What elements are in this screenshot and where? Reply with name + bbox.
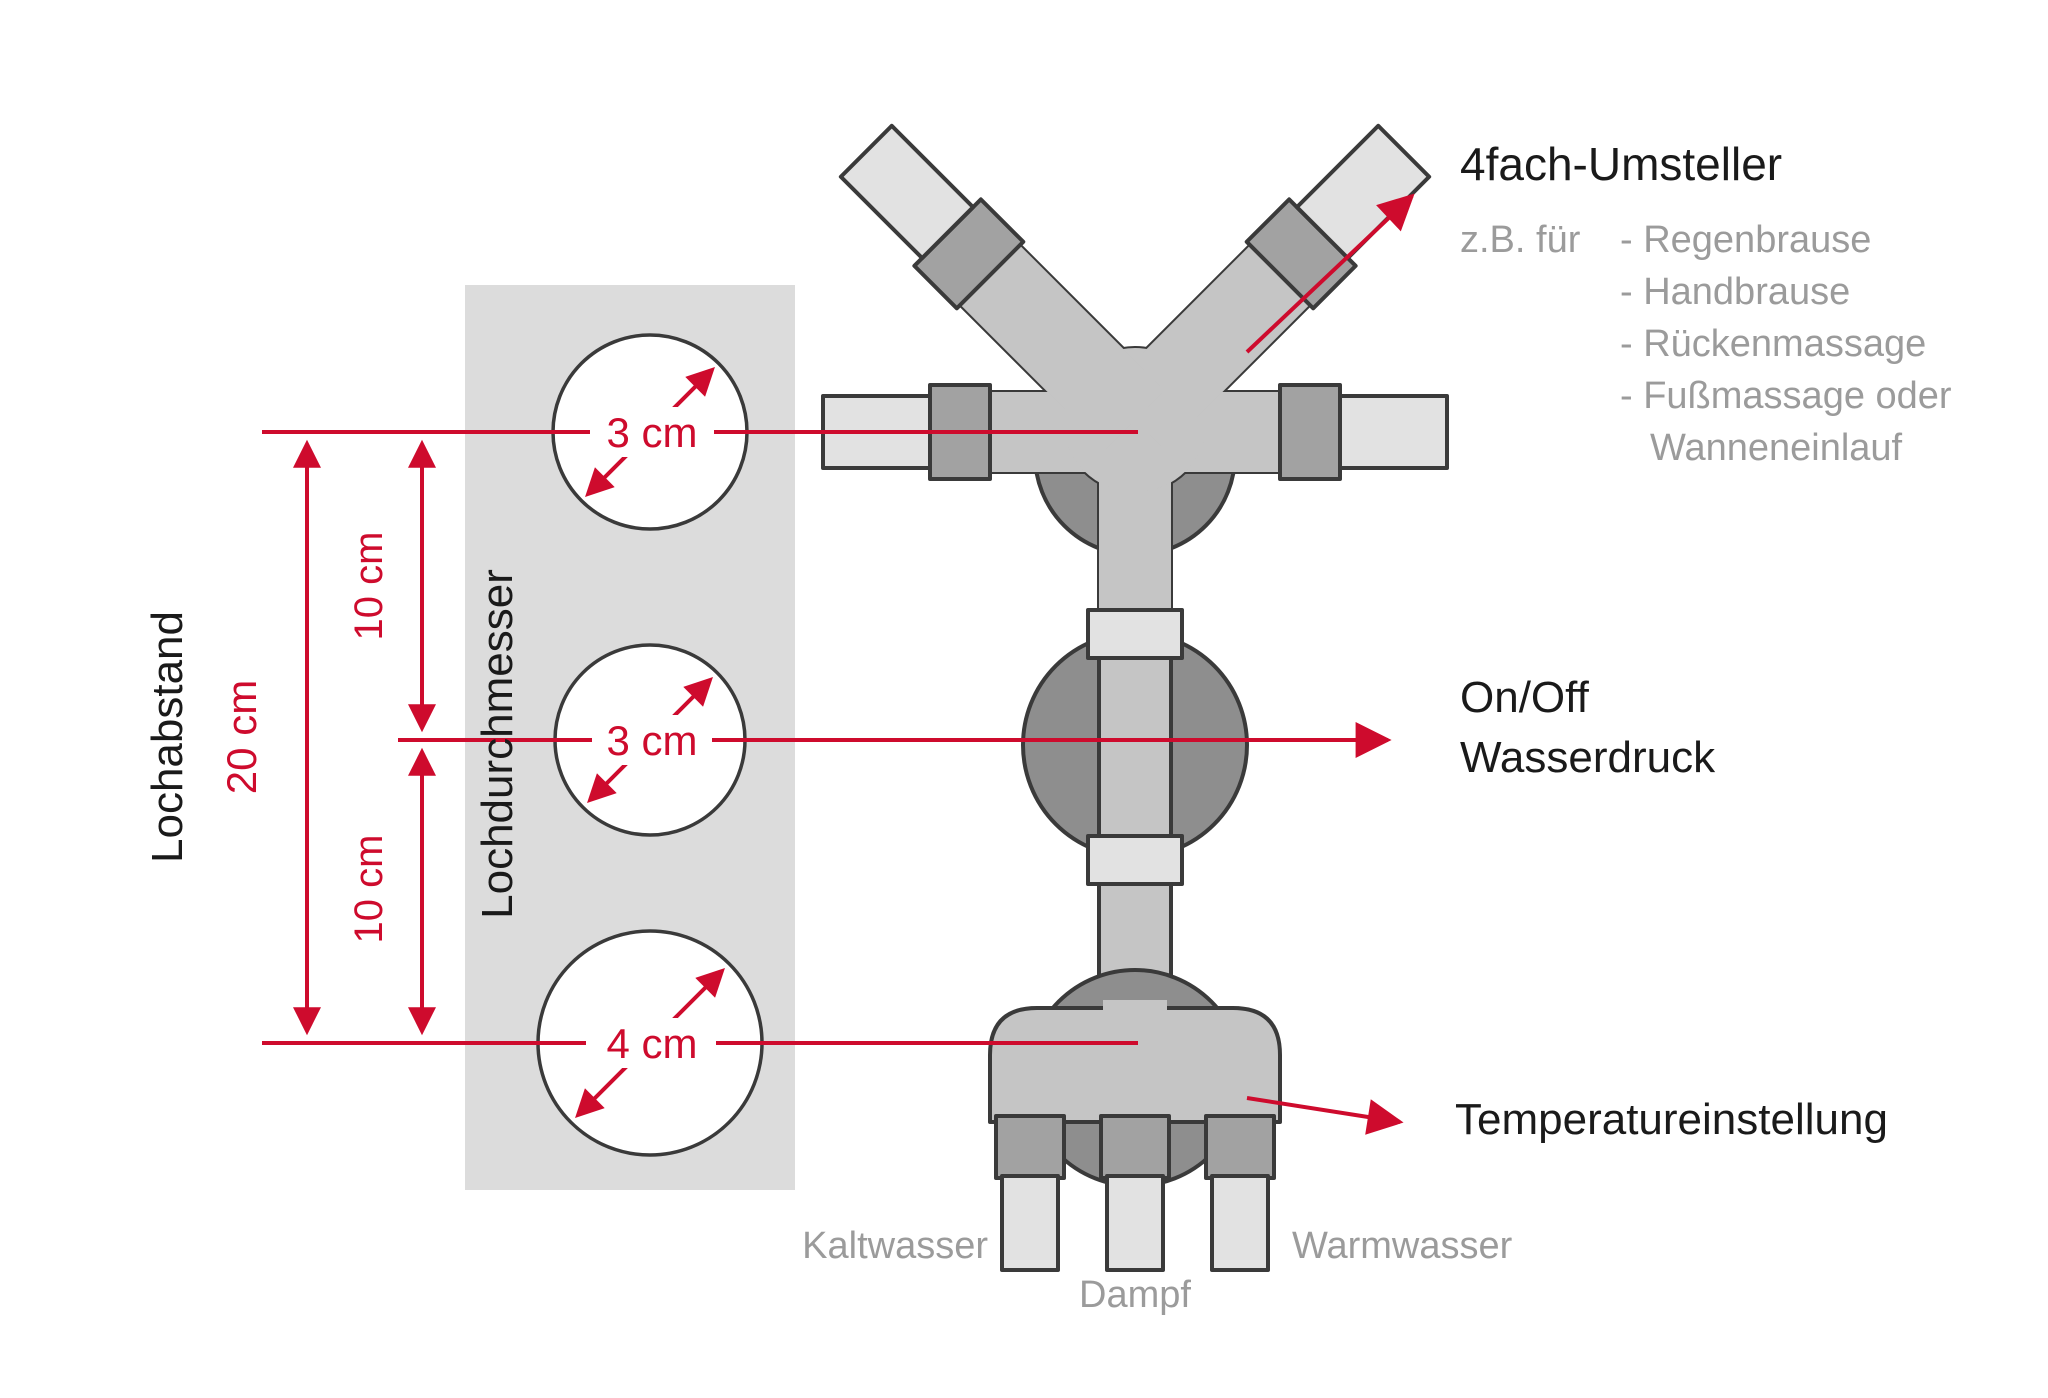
onoff-label-line1: On/Off [1460, 673, 1590, 722]
diverter-example-prefix: z.B. für [1460, 219, 1581, 261]
diverter-outlet-right [1338, 394, 1449, 470]
onoff-label-line2: Wasserdruck [1460, 733, 1716, 782]
hole-diameter-top-label: 3 cm [606, 409, 697, 456]
hole-diameter-bottom-label: 4 cm [606, 1020, 697, 1067]
temperature-label: Temperatureinstellung [1455, 1095, 1888, 1144]
hot-inlet-pipe [1210, 1174, 1270, 1272]
temperature-pointer-arrow [1246, 1096, 1404, 1135]
diverter-example-1: - Regenbrause [1620, 219, 1871, 261]
hole-spacing-title: Lochabstand [143, 611, 192, 863]
hot-inlet-collar [1204, 1114, 1276, 1180]
cold-inlet-pipe [1000, 1174, 1060, 1272]
hole-spacing-total-label: 20 cm [218, 680, 265, 794]
diverter-example-3: - Rückenmassage [1620, 323, 1926, 365]
steam-label: Dampf [1079, 1274, 1191, 1316]
label-backing-bottom [586, 1018, 716, 1068]
label-backing-middle [592, 715, 712, 765]
diverter-example-2: - Handbrause [1620, 271, 1850, 313]
steam-inlet-collar [1099, 1114, 1171, 1180]
diverter-pipes-fill [953, 238, 1317, 655]
hole-diameter-title: Lochdurchmesser [473, 569, 522, 919]
hole-spacing-lower-label: 10 cm [347, 835, 391, 944]
label-backing-top [590, 407, 714, 457]
pipe-body-junction [1103, 1000, 1167, 1018]
temperature-valve-assembly [988, 968, 1282, 1272]
onoff-valve-pipe [1097, 638, 1173, 1017]
hole-diameter-middle-label: 3 cm [606, 717, 697, 764]
diverter-collar-right [1278, 383, 1342, 481]
hole-spacing-upper-label: 10 cm [347, 532, 391, 641]
diverter-outlet-upper-left [838, 123, 976, 261]
onoff-flange-top [1086, 608, 1184, 660]
cold-water-label: Kaltwasser [802, 1225, 988, 1267]
temperature-valve-body [988, 1006, 1282, 1124]
diverter-assembly [821, 123, 1449, 657]
cold-inlet-collar [994, 1114, 1066, 1180]
steam-inlet-pipe [1105, 1174, 1165, 1272]
diverter-example-5: Wanneneinlauf [1650, 427, 1903, 469]
diverter-pointer-arrow [1245, 193, 1415, 354]
onoff-valve-assembly [1021, 608, 1249, 1017]
hot-water-label: Warmwasser [1292, 1225, 1513, 1267]
diverter-title: 4fach-Umsteller [1460, 138, 1782, 190]
diverter-example-4: - Fußmassage oder [1620, 375, 1952, 417]
onoff-flange-bottom [1086, 834, 1184, 886]
